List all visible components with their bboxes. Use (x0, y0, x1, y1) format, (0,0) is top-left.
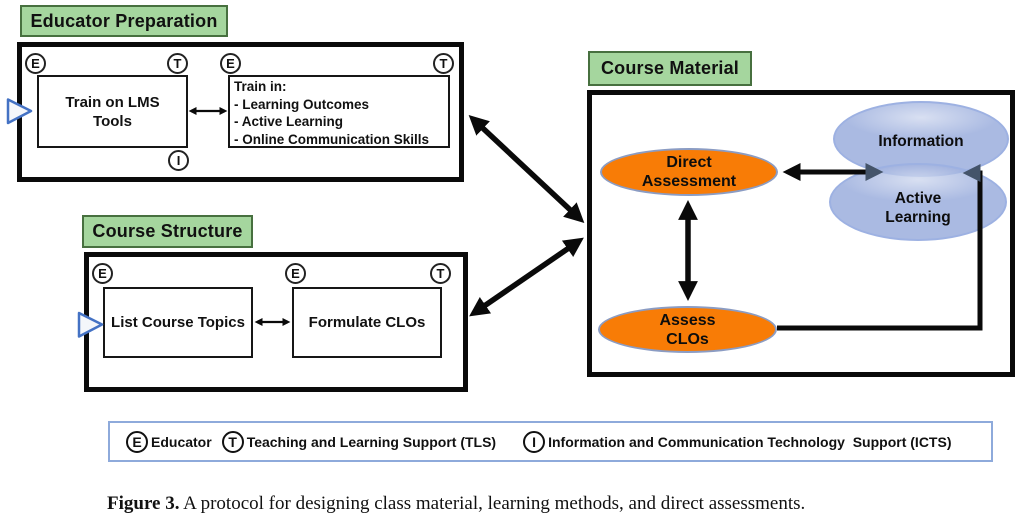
arrow-educator-prep-to-material (468, 114, 585, 224)
active-learning-line2: Learning (885, 209, 951, 226)
train-in-line4: - Online Communication Skills (234, 131, 430, 147)
educator-badge: E (25, 53, 46, 74)
educator-badge: E (126, 430, 148, 453)
figure-caption-label: Figure 3. (107, 493, 180, 514)
educator-badge: E (220, 53, 241, 74)
arrow-course-structure-to-material (469, 237, 584, 317)
tls-badge: T (221, 430, 244, 453)
legend-label-tls: Teaching and Learning Support (TLS) (246, 433, 497, 450)
direct-assessment-line1: Direct (666, 154, 712, 171)
figure-caption-text: A protocol for designing class material,… (179, 493, 806, 514)
list-course-topics-box: List Course Topics (103, 287, 253, 358)
educator-badge: E (285, 263, 306, 284)
legend-item-tls: T Teaching and Learning Support (TLS) (221, 430, 497, 453)
icts-badge: I (168, 150, 189, 171)
icts-badge: I (523, 430, 546, 453)
active-learning-line1: Active (894, 190, 942, 207)
tls-badge: T (433, 53, 454, 74)
legend-item-educator: E Educator (126, 430, 212, 453)
direct-assessment-ellipse: Direct Assessment (600, 148, 778, 196)
train-in-line2: - Learning Outcomes (234, 96, 370, 112)
train-in-line1: Train in: (234, 79, 287, 94)
active-learning-ellipse: Active Learning (829, 163, 1007, 241)
legend-box: E Educator T Teaching and Learning Suppo… (108, 421, 993, 462)
assess-clos-line2: CLOs (666, 330, 709, 348)
train-on-lms-line2: Tools (93, 112, 132, 130)
assess-clos-ellipse: Assess CLOs (598, 306, 777, 353)
legend-label-educator: Educator (151, 433, 212, 450)
course-structure-title: Course Structure (82, 215, 253, 248)
direct-assessment-line2: Assessment (641, 173, 737, 190)
train-in-box: Train in: - Learning Outcomes - Active L… (228, 75, 450, 148)
formulate-clos-box: Formulate CLOs (292, 287, 442, 358)
course-material-title: Course Material (588, 51, 752, 86)
tls-badge: T (167, 53, 188, 74)
list-course-topics-label: List Course Topics (111, 314, 245, 331)
educator-badge: E (92, 263, 113, 284)
assess-clos-line1: Assess (659, 311, 716, 329)
figure-caption: Figure 3. A protocol for designing class… (107, 493, 805, 515)
legend-label-icts: Information and Communication Technology… (548, 433, 952, 450)
educator-preparation-title: Educator Preparation (20, 5, 228, 37)
tls-badge: T (430, 263, 451, 284)
train-on-lms-box: Train on LMS Tools (37, 75, 188, 148)
formulate-clos-label: Formulate CLOs (308, 314, 426, 331)
train-in-line3: - Active Learning (234, 114, 344, 129)
legend-item-icts: I Information and Communication Technolo… (523, 430, 952, 453)
information-label: Information (878, 133, 964, 150)
train-on-lms-line1: Train on LMS (65, 93, 160, 111)
